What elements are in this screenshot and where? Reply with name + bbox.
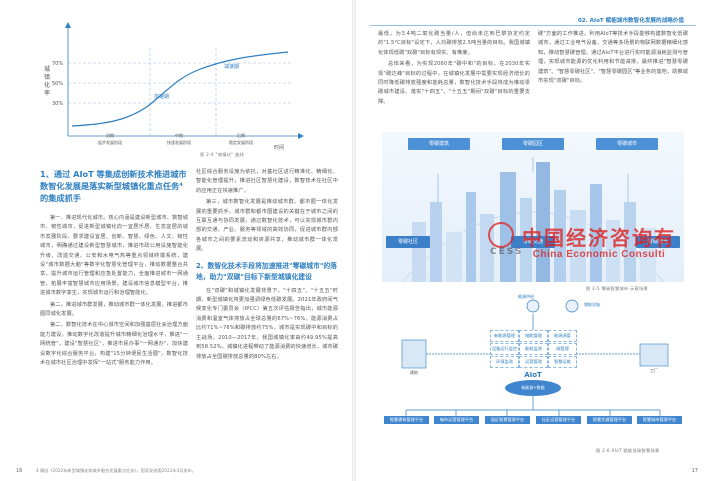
right-column-1: 最低，为3.4吨二氧化碳当量/人，但尚未达到巴黎协定约定的"1.5°C目标"设定… (378, 30, 530, 126)
zero-carbon-park-button: 零碳园区 (502, 138, 564, 150)
tick-70: 70% (52, 61, 63, 67)
running-head-rule (370, 25, 696, 26)
zero-carbon-city-button: 零碳城市 (596, 138, 658, 150)
page-number-right: 17 (691, 468, 698, 474)
platform-label: 智慧城市管理平台 (637, 416, 682, 424)
zero-carbon-transport-button: 零碳交通 (511, 236, 555, 248)
curve-label-accel: 加速期 (154, 93, 169, 100)
aiot-diagram: 能源供给 储能设施 建筑 工厂 新能源管理 储能管理 能源调度 设备运行监控 能… (382, 294, 684, 446)
right-column-2: 碳"方面的工作推进。利用AIoT等技术手段能够构建数智化低碳城市，通过工业电气设… (538, 30, 688, 126)
aiot-core-label: AIoT (524, 371, 542, 379)
platform-label: 智慧交通管理平台 (587, 416, 632, 424)
grid-cell: 设备运行监控 (490, 343, 519, 355)
paragraph: 社区综合服务设施为依托，对基社区进行精准化、精细化、智能化管理提升，推进社区智慧… (196, 169, 338, 194)
storage-label: 储能设施 (584, 302, 600, 307)
paragraph: 在"双碳"和城镇化发展背景下，"十四五"、"十五五"时期，新型城镇化将更加强调绿… (196, 287, 338, 360)
figure-caption-2-6: 图 2-6 AIoT 赋能低碳智慧场景 (596, 448, 660, 453)
paragraph: 第二，推进城市群发展，推动城市群一体化发展，推进都市圈同城化发展。 (40, 301, 188, 318)
left-column-1: 第一，推进现代化城市。核心内涵是建设新型城市、数智城市、韧性城市，促进新型城镇化… (40, 214, 188, 466)
left-page: 70% 50% 30% 时间 加速期 减速期 城镇化率 初期 起步发展阶段 中期… (0, 0, 352, 481)
paragraph: 第三，城市数智化发展是推动城市群、都市圈一体化发展的重要抓手。城市群和都市圈建设… (196, 199, 338, 253)
paragraph: 第二，数智化技术在中心城市空间和加强基层社会治理方面能力建设，推动数字化改造提升… (40, 322, 188, 367)
zero-carbon-community-button: 零碳社区 (386, 236, 430, 248)
platform-label: 园区智慧管理平台 (485, 416, 530, 424)
watermark-logo-icon (488, 222, 514, 248)
section-heading-1: 1、通过 AIoT 等集成创新技术推进城市数智化发展是落实新型城镇化重点任务⁴的… (40, 169, 187, 203)
grid-cell: 智慧运维 (548, 356, 577, 368)
aiot-connector-lines (401, 299, 669, 416)
grid-cell: 环境监测 (490, 356, 519, 368)
paragraph: 碳"方面的工作推进。利用AIoT等技术手段能够构建数智化低碳城市，通过工业电气设… (538, 31, 688, 85)
curve-label-decel: 减速期 (224, 63, 239, 70)
right-page: 02. AIoT 赋能城市数智化发展的战略价值 最低，为3.4吨二氧化碳当量/人… (356, 0, 710, 481)
zero-carbon-city-button-2: 零碳城市 (636, 236, 680, 248)
zero-carbon-building-button: 零碳建筑 (408, 138, 470, 150)
grid-cell: 运营管理 (519, 356, 548, 368)
tick-50: 50% (52, 81, 63, 87)
grid-cell: 碳管理 (548, 343, 577, 355)
energy-supply-label: 能源供给 (518, 294, 534, 299)
y-axis-label: 城镇化率 (44, 66, 51, 97)
zero-carbon-scene: 零碳建筑 零碳园区 零碳城市 零碳社区 零碳交通 零碳城市 (382, 132, 684, 282)
platform-label: 社区运营管理平台 (536, 416, 581, 424)
stage-late: 后期 稳定发展阶段 (229, 133, 253, 145)
running-head: 02. AIoT 赋能城市数智化发展的战略价值 (577, 18, 684, 24)
x-axis-label: 时间 (274, 144, 284, 151)
figure-caption-2-4: 图 2-4 "城镇化" 曲线 (200, 152, 245, 157)
paragraph: 总体来看，为实现2060年"碳中和"的目标，在2030年实现"碳达峰"目标的过程… (378, 61, 530, 105)
footnote: 4 摘自《2022年新型城镇化和城乡融合发展重点任务》，国家发改委2022年4月… (36, 468, 196, 473)
watermark-logo-text: CESS (490, 247, 524, 257)
paragraph: 最低，为3.4吨二氧化碳当量/人，但尚未达到巴黎协定约定的"1.5°C目标"设定… (378, 31, 530, 56)
skyline-illustration (401, 157, 665, 282)
aiot-core-sub: 新能源+数据 (521, 385, 545, 390)
paragraph: 第一，推进现代化城市。核心内涵是建设新型城市、数智城市、韧性城市，促进新型城镇化… (40, 215, 188, 297)
platform-label: 城市运营管理平台 (434, 416, 479, 424)
grid-cell: 储能管理 (519, 330, 548, 342)
left-column-2: 社区综合服务设施为依托，对基社区进行精准化、精细化、智能化管理提升，推进社区智慧… (196, 168, 338, 466)
stage-middle: 中期 快速发展阶段 (167, 133, 191, 145)
page-number-left: 16 (16, 468, 23, 474)
urbanization-curve-figure: 70% 50% 30% 时间 加速期 减速期 (52, 22, 304, 151)
platform-label: 智慧建筑管理平台 (384, 416, 429, 424)
tick-30: 30% (52, 101, 63, 107)
section-heading-2: 2、数智化技术手段将加速推进"零碳城市"的落地，助力"双碳"目标下新型城镇化建设 (196, 261, 337, 281)
figure-caption-2-5: 图 2-5 零碳智慧城市 示意场景 (586, 286, 648, 291)
book-gutter (352, 0, 356, 481)
grid-cell: 能源调度 (548, 330, 577, 342)
factory-label: 工厂 (650, 368, 658, 373)
stage-early: 初期 起步发展阶段 (98, 133, 122, 145)
grid-cell: 新能源管理 (490, 330, 519, 342)
building-label: 建筑 (410, 370, 418, 375)
grid-cell: 能耗监测 (519, 343, 548, 355)
